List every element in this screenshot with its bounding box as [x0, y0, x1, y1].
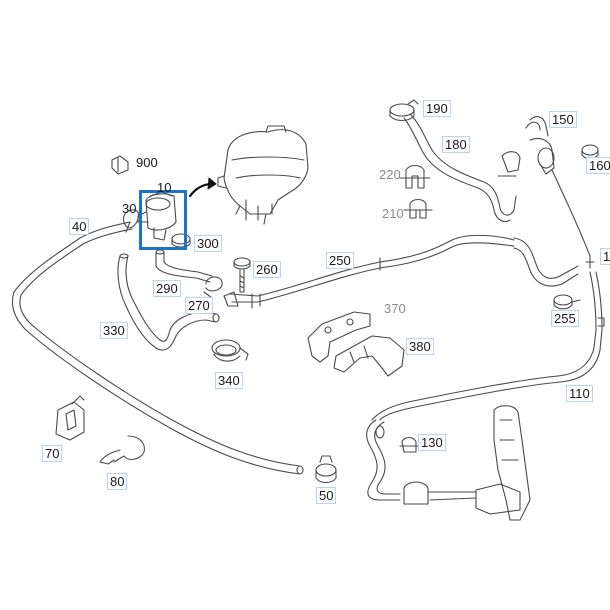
- bracket-70[interactable]: [55, 395, 85, 441]
- part-label-110[interactable]: 110: [566, 385, 593, 402]
- part-label-260[interactable]: 260: [253, 261, 281, 278]
- clamp-270[interactable]: [203, 276, 223, 299]
- clip-80[interactable]: [99, 435, 145, 465]
- part-label-edge-1[interactable]: 1: [600, 248, 610, 265]
- bracket-370[interactable]: [307, 311, 371, 363]
- part-label-380[interactable]: 380: [406, 338, 434, 355]
- part-label-220[interactable]: 220: [379, 167, 401, 182]
- reservoir-assembly[interactable]: [403, 405, 531, 521]
- part-label-180[interactable]: 180: [442, 136, 470, 153]
- clamp-340[interactable]: [211, 339, 249, 362]
- clamp-255[interactable]: [553, 294, 581, 310]
- highlight-box-part-10: [139, 190, 187, 250]
- part-label-50[interactable]: 50: [316, 487, 337, 504]
- part-label-130[interactable]: 130: [418, 434, 446, 451]
- bracket-220[interactable]: [399, 164, 431, 189]
- part-label-370[interactable]: 370: [384, 301, 406, 316]
- pipe-250[interactable]: [223, 234, 579, 309]
- bracket-380[interactable]: [333, 335, 405, 377]
- part-label-210[interactable]: 210: [382, 206, 404, 221]
- part-label-190[interactable]: 190: [423, 100, 451, 117]
- part-label-70[interactable]: 70: [42, 445, 63, 462]
- pipe-110[interactable]: [366, 169, 605, 501]
- expansion-tank[interactable]: [217, 125, 309, 225]
- part-label-300[interactable]: 300: [194, 235, 222, 252]
- bolt-260[interactable]: [233, 257, 251, 293]
- hose-180[interactable]: [403, 113, 521, 223]
- bracket-210[interactable]: [403, 198, 433, 219]
- part-label-900[interactable]: 900: [136, 155, 158, 170]
- hose-40[interactable]: [11, 221, 304, 475]
- part-label-30[interactable]: 30: [122, 201, 137, 216]
- hose-330[interactable]: [117, 253, 220, 351]
- part-label-255[interactable]: 255: [551, 310, 579, 327]
- part-label-330[interactable]: 330: [100, 322, 128, 339]
- part-label-340[interactable]: 340: [215, 372, 243, 389]
- clamp-30[interactable]: [122, 209, 140, 233]
- fitting-130[interactable]: [399, 436, 419, 453]
- clamp-50[interactable]: [315, 455, 337, 484]
- part-label-150[interactable]: 150: [549, 111, 577, 128]
- hose-290[interactable]: [155, 249, 213, 283]
- part-label-270[interactable]: 270: [185, 297, 213, 314]
- part-label-250[interactable]: 250: [326, 252, 354, 269]
- clamp-190[interactable]: [389, 99, 419, 122]
- part-900-clip[interactable]: [111, 155, 129, 175]
- part-label-80[interactable]: 80: [107, 473, 128, 490]
- part-label-290[interactable]: 290: [153, 280, 181, 297]
- pump-10[interactable]: [137, 191, 177, 241]
- part-label-40[interactable]: 40: [69, 218, 90, 235]
- part-label-160[interactable]: 160: [586, 157, 610, 174]
- part-label-10[interactable]: 10: [157, 180, 172, 195]
- hose-150[interactable]: [525, 116, 555, 175]
